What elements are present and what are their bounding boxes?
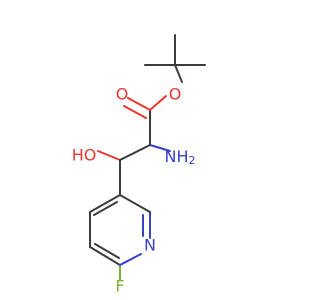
bond-carbonyl-double-2 <box>123 105 147 119</box>
bond-ring-c6-n1 <box>119 253 142 266</box>
bond-ring-c4-c4-inner <box>93 201 118 216</box>
bond-ring-c2-c3 <box>119 194 151 213</box>
bond-ester-oxygen-carbon <box>149 95 167 111</box>
amine-label: NH2 <box>165 147 196 168</box>
bond-alpha-amine <box>149 144 171 152</box>
bond-alpha-beta <box>119 144 151 161</box>
bond-ring-c3-c4 <box>89 194 121 213</box>
amine-h2-subscript: 2 <box>189 154 196 167</box>
bond-ring-c5-c6-inner <box>94 243 120 259</box>
molecule-structure: O O NH2 HO N F <box>72 34 206 296</box>
carbonyl-oxygen-label: O <box>116 85 129 104</box>
hydroxyl-label: HO <box>72 146 97 165</box>
bond-ring-c5-c6 <box>89 246 121 266</box>
bond-carbonyl-double-1 <box>127 97 151 111</box>
amine-nh-text: NH <box>165 147 189 166</box>
fluorine-label: F <box>115 277 124 296</box>
bond-tbu-quaternary-oxygen <box>174 64 183 83</box>
bond-beta-hydroxyl <box>97 150 121 161</box>
ring-nitrogen-label: N <box>144 236 156 255</box>
ester-oxygen-label: O <box>169 85 182 104</box>
